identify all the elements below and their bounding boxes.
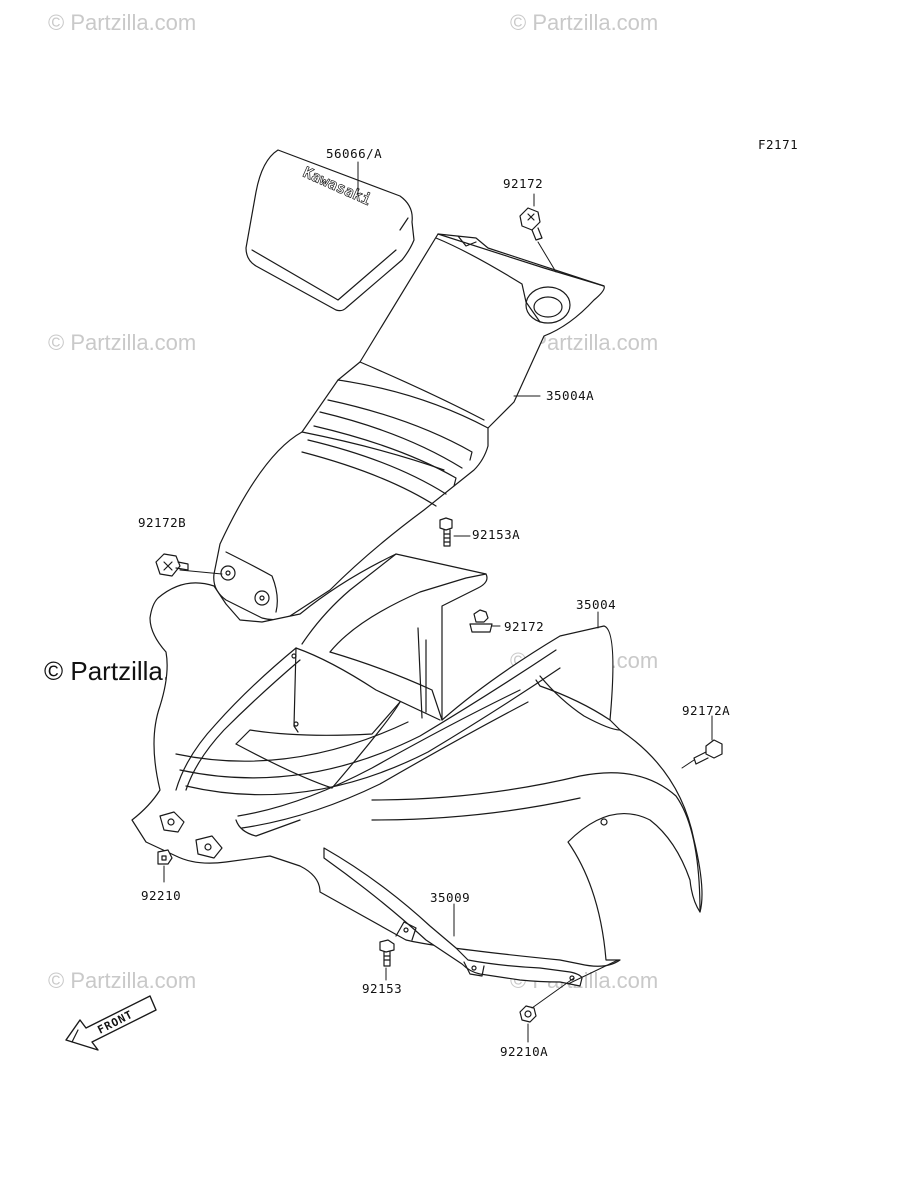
callout-56066a: 56066/A	[326, 146, 383, 161]
watermark: © Partzilla.com	[48, 10, 197, 35]
bolt-92172b	[155, 553, 189, 577]
callout-92153a: 92153A	[472, 527, 521, 542]
front-arrow-icon: FRONT	[65, 995, 157, 1051]
watermark: © Partzilla.com	[48, 330, 197, 355]
front-arrow-text: FRONT	[95, 1008, 135, 1037]
decal-56066a: Kawasaki	[245, 149, 415, 312]
nut-92210a	[519, 1005, 537, 1023]
callout-92172: 92172	[503, 176, 544, 191]
front-cover-35004a	[213, 233, 605, 621]
bolt-92172-mid	[469, 609, 493, 633]
watermark: © Partzilla.com	[48, 968, 197, 993]
bolt-92153	[379, 939, 395, 967]
callout-92172-mid: 92172	[504, 619, 545, 634]
callout-35004a: 35004A	[546, 388, 595, 403]
bolt-92172-top	[519, 207, 543, 241]
watermark: © Partzilla.com	[510, 10, 659, 35]
callout-92172a: 92172A	[682, 703, 731, 718]
figure-code: F2171	[758, 137, 799, 152]
bolt-92172a	[693, 739, 723, 765]
callout-92210: 92210	[141, 888, 182, 903]
leader-lines	[163, 161, 713, 1043]
callout-35009: 35009	[430, 890, 471, 905]
callout-92172b: 92172B	[138, 515, 187, 530]
nut-92210	[157, 849, 173, 865]
bracket-35009	[323, 847, 583, 987]
callout-35004: 35004	[576, 597, 617, 612]
callout-92153: 92153	[362, 981, 403, 996]
front-fender-35004	[131, 553, 703, 967]
callout-92210a: 92210A	[500, 1044, 549, 1059]
bolt-92153a	[439, 517, 453, 547]
